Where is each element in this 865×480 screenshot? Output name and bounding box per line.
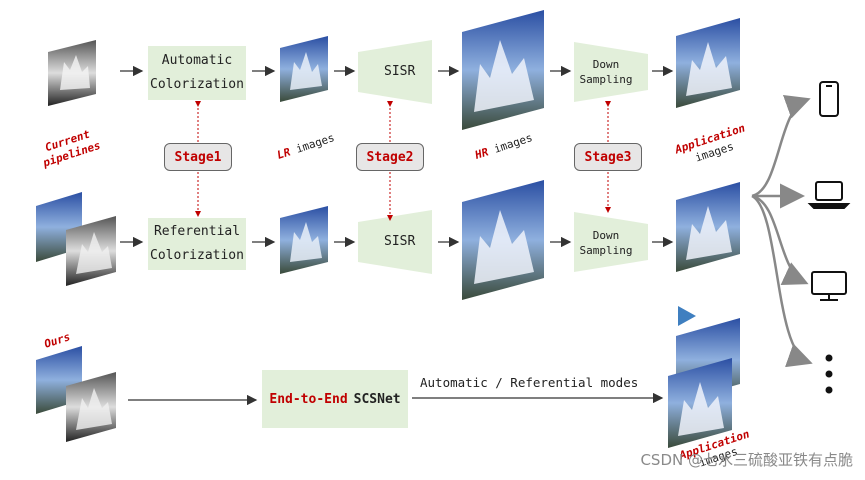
csdn-watermark: CSDN @七水三硫酸亚铁有点脆 bbox=[640, 451, 853, 469]
sisr-bottom-label: SISR bbox=[384, 234, 416, 249]
ref-colorization-line1: Referential bbox=[153, 224, 241, 239]
hr-image-mid bbox=[462, 180, 544, 300]
down-sampling-bottom-label: Down Sampling bbox=[574, 228, 638, 258]
down-bottom-line1: Down bbox=[592, 229, 620, 242]
scsnet-prefix: End-to-End bbox=[269, 391, 348, 407]
ref-colorization-line2: Colorization bbox=[150, 248, 244, 263]
scsnet-name: SCSNet bbox=[353, 391, 401, 407]
referential-colorization-box: Referential Colorization bbox=[148, 218, 246, 270]
bottom-row-arrows bbox=[128, 392, 664, 406]
down-sampling-top-label: Down Sampling bbox=[574, 57, 638, 87]
hr-image-top bbox=[462, 10, 544, 130]
stage2-badge: Stage2 bbox=[356, 143, 424, 171]
down-top-line1: Down bbox=[592, 58, 620, 71]
sisr-bottom-shape bbox=[358, 210, 432, 274]
stage1-badge: Stage1 bbox=[164, 143, 232, 171]
ours-output-image-front bbox=[668, 358, 732, 448]
phone-icon bbox=[819, 81, 839, 117]
gray-input-image bbox=[48, 40, 96, 106]
down-top-line2: Sampling bbox=[579, 73, 633, 86]
lr-image-mid bbox=[280, 206, 328, 274]
sisr-top-label: SISR bbox=[384, 64, 416, 79]
stage-connectors bbox=[195, 101, 611, 221]
down-bottom-line2: Sampling bbox=[579, 244, 633, 257]
more-dots-icon bbox=[825, 354, 833, 394]
scsnet-box: End-to-End SCSNet bbox=[262, 370, 408, 428]
monitor-icon bbox=[811, 271, 847, 301]
down-top-shape bbox=[574, 42, 648, 102]
auto-colorization-line1: Automatic bbox=[161, 53, 233, 68]
gray-input-image-mid bbox=[66, 216, 116, 286]
automatic-colorization-box: Automatic Colorization bbox=[148, 46, 246, 100]
down-bottom-shape bbox=[574, 212, 648, 272]
auto-colorization-line2: Colorization bbox=[150, 77, 244, 92]
modes-label: Automatic / Referential modes bbox=[420, 375, 639, 390]
sisr-top-shape bbox=[358, 40, 432, 104]
ours-gray-image bbox=[66, 372, 116, 442]
application-image-mid bbox=[676, 182, 740, 272]
lr-image-top bbox=[280, 36, 328, 102]
device-fan-arrows bbox=[751, 95, 813, 368]
stage3-badge: Stage3 bbox=[574, 143, 642, 171]
laptop-icon bbox=[807, 181, 851, 209]
progress-arrow-head bbox=[678, 306, 696, 326]
application-image-top bbox=[676, 18, 740, 108]
